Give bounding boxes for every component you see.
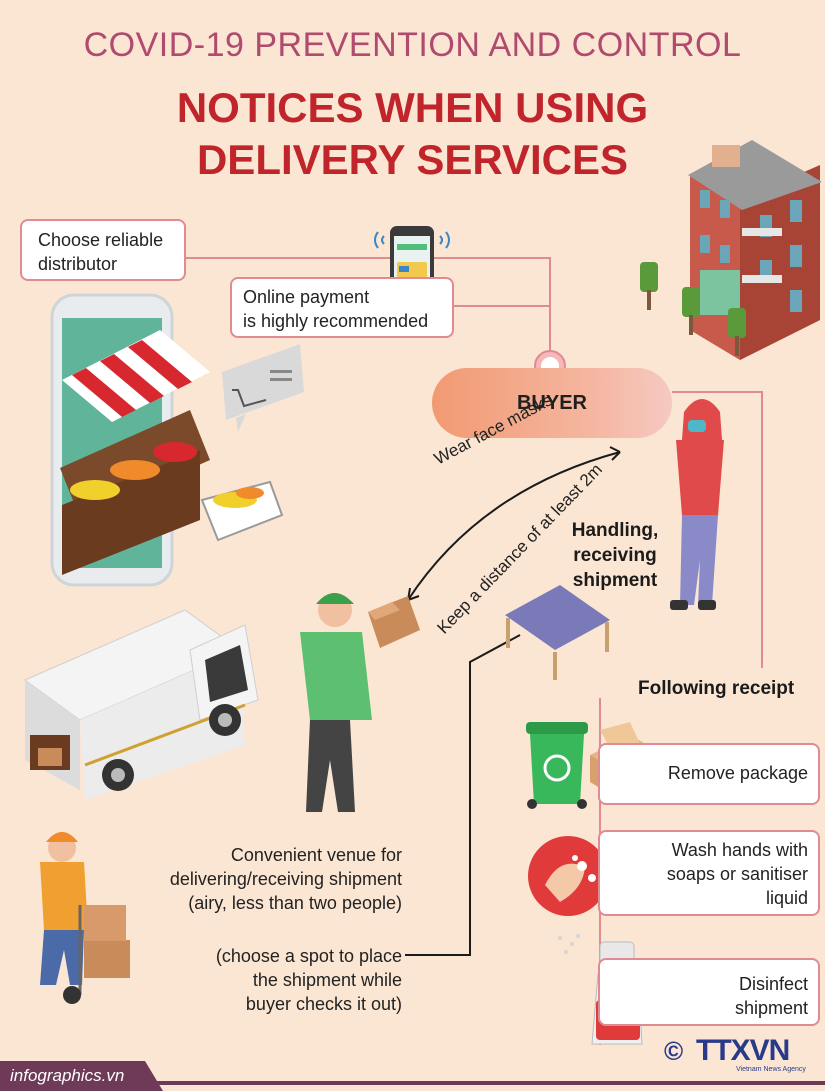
disinfect-line-2: shipment [734, 998, 808, 1018]
online-shop-phone-illustration [50, 293, 210, 587]
delivery-man-illustration [300, 593, 420, 812]
handling-line-2: receiving [573, 545, 657, 566]
agency-logo: TTXVN [696, 1034, 790, 1067]
copyright-icon: © [664, 1036, 684, 1066]
trees-illustration [640, 262, 746, 356]
wash-hands-box: Wash hands with soaps or sanitiser liqui… [598, 830, 820, 916]
page-subtitle: COVID-19 PREVENTION AND CONTROL [83, 26, 742, 64]
buyer-label: BUYER [432, 368, 672, 438]
handling-label: Handling, receiving shipment [560, 518, 670, 593]
disinfect-box: Disinfect shipment [598, 958, 820, 1026]
wash-hands-line-2: soaps or sanitiser [666, 864, 808, 884]
handling-line-3: shipment [572, 570, 658, 591]
recycle-bin-icon [526, 722, 588, 809]
page-title-line-1: NOTICES WHEN USING [176, 84, 649, 131]
spot-line-3: buyer checks it out) [245, 994, 402, 1014]
remove-package-box: Remove package [598, 743, 820, 805]
online-payment-line-2: is highly recommended [243, 311, 429, 331]
building-illustration [688, 140, 822, 360]
buyer-woman-illustration [670, 399, 724, 610]
agency-subtitle: Vietnam News Agency [736, 1066, 806, 1073]
following-receipt-label: Following receipt [638, 678, 795, 699]
basket-illustration [200, 480, 284, 542]
wash-hands-line-1: Wash hands with [671, 840, 808, 860]
choose-distributor-box: Choose reliable distributor [20, 219, 186, 281]
online-payment-line-1: Online payment [243, 287, 370, 307]
venue-line-1: Convenient venue for [230, 845, 402, 865]
connector-buyer-receipt [672, 391, 763, 668]
choose-distributor-line-2: distributor [38, 254, 118, 274]
spot-text: (choose a spot to place the shipment whi… [160, 944, 402, 1016]
spot-line-2: the shipment while [252, 970, 402, 990]
venue-line-2: delivering/receiving shipment [169, 869, 402, 889]
venue-text: Convenient venue for delivering/receivin… [130, 843, 402, 915]
venue-line-3: (airy, less than two people) [188, 893, 402, 913]
choose-distributor-line-1: Choose reliable [38, 230, 164, 250]
wash-hands-line-3: liquid [765, 888, 808, 908]
distance-arrow [407, 446, 621, 601]
shopping-cart-bubble-icon [222, 344, 304, 432]
handling-line-1: Handling, [571, 520, 659, 541]
page-title-line-2: DELIVERY SERVICES [196, 136, 629, 183]
delivery-van-illustration [24, 609, 259, 800]
footer-bar [140, 1081, 825, 1085]
online-payment-box: Online payment is highly recommended [230, 277, 454, 338]
spot-line-1: (choose a spot to place [215, 946, 402, 966]
table-illustration [505, 585, 610, 680]
disinfect-line-1: Disinfect [738, 974, 808, 994]
page-title: NOTICES WHEN USING DELIVERY SERVICES [0, 82, 825, 186]
connector-distributor-buyer [186, 257, 551, 358]
remove-package-text: Remove package [667, 763, 808, 783]
connector-table-spot [405, 634, 521, 956]
site-link[interactable]: infographics.vn [0, 1061, 163, 1091]
hand-wash-icon [528, 836, 608, 916]
hand-truck-man-illustration [40, 832, 130, 1004]
